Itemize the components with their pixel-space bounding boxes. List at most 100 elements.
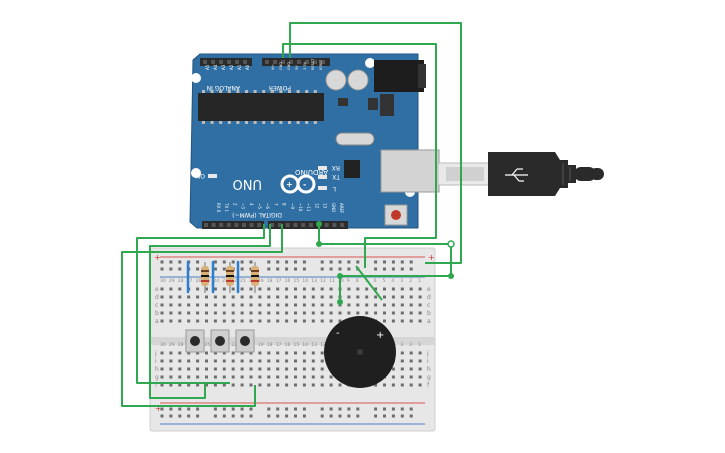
breadboard-hole[interactable] [294,383,297,387]
breadboard-hole[interactable] [267,303,271,307]
rail-hole[interactable] [400,414,404,418]
breadboard-hole[interactable] [222,303,226,307]
breadboard-hole[interactable] [276,383,280,387]
power-header[interactable] [262,58,330,66]
rail-hole[interactable] [329,267,333,271]
rail-hole[interactable] [249,414,253,418]
rail-hole[interactable] [187,414,191,418]
breadboard-hole[interactable] [169,383,173,387]
rail-hole[interactable] [178,267,182,271]
breadboard-hole[interactable] [302,287,306,291]
resistors[interactable] [201,262,259,293]
rail-hole[interactable] [400,407,404,411]
breadboard-hole[interactable] [285,303,289,307]
breadboard-hole[interactable] [383,287,386,291]
rail-hole[interactable] [267,407,271,411]
rail-hole[interactable] [400,267,404,271]
rail-hole[interactable] [285,267,289,271]
breadboard-hole[interactable] [320,295,324,299]
rail-hole[interactable] [222,267,226,271]
usb-cable[interactable] [437,152,604,196]
rail-hole[interactable] [320,267,324,271]
rail-hole[interactable] [213,407,217,411]
breadboard-hole[interactable] [285,311,289,315]
breadboard-hole[interactable] [391,303,395,307]
breadboard-hole[interactable] [294,319,297,323]
rail-hole[interactable] [302,414,306,418]
rail-hole[interactable] [400,260,404,264]
breadboard-hole[interactable] [285,287,289,291]
breadboard-hole[interactable] [196,367,200,371]
breadboard-hole[interactable] [400,295,404,299]
breadboard-hole[interactable] [418,287,422,291]
breadboard-hole[interactable] [400,303,404,307]
usb-port[interactable] [380,149,440,193]
breadboard-hole[interactable] [160,287,164,291]
rail-hole[interactable] [160,260,164,264]
breadboard-hole[interactable] [267,295,271,299]
breadboard-hole[interactable] [249,367,253,371]
breadboard-hole[interactable] [169,375,173,379]
breadboard-hole[interactable] [196,375,200,379]
breadboard-hole[interactable] [160,375,164,379]
breadboard-hole[interactable] [196,359,200,363]
rail-hole[interactable] [409,260,413,264]
breadboard-hole[interactable] [178,319,182,323]
breadboard-hole[interactable] [267,383,271,387]
rail-hole[interactable] [196,267,200,271]
rail-hole[interactable] [285,407,289,411]
breadboard-hole[interactable] [302,295,306,299]
breadboard-hole[interactable] [391,319,395,323]
analog-pin[interactable] [235,60,239,64]
rail-hole[interactable] [374,414,378,418]
breadboard-hole[interactable] [320,367,324,371]
breadboard-hole[interactable] [178,351,182,355]
rail-hole[interactable] [178,407,182,411]
breadboard-hole[interactable] [400,319,404,323]
breadboard-hole[interactable] [418,367,422,371]
breadboard-hole[interactable] [249,295,253,299]
rail-hole[interactable] [231,414,235,418]
breadboard-hole[interactable] [231,383,235,387]
breadboard-hole[interactable] [400,359,404,363]
rail-hole[interactable] [409,267,413,271]
breadboard-hole[interactable] [329,311,333,315]
breadboard-hole[interactable] [267,311,271,315]
reset-button-cap[interactable] [391,210,401,220]
breadboard-hole[interactable] [294,367,297,371]
breadboard-hole[interactable] [160,367,164,371]
breadboard-hole[interactable] [178,367,182,371]
breadboard-hole[interactable] [320,303,324,307]
rail-hole[interactable] [231,407,235,411]
breadboard-hole[interactable] [338,311,342,315]
rail-hole[interactable] [222,414,226,418]
rail-hole[interactable] [338,260,342,264]
rail-hole[interactable] [294,414,297,418]
rail-hole[interactable] [302,267,306,271]
breadboard-hole[interactable] [391,375,395,379]
breadboard-hole[interactable] [222,359,226,363]
breadboard-hole[interactable] [409,319,413,323]
breadboard-hole[interactable] [169,359,173,363]
breadboard-hole[interactable] [213,367,217,371]
rail-hole[interactable] [249,407,253,411]
rail-hole[interactable] [160,414,164,418]
breadboard-hole[interactable] [374,383,378,387]
breadboard-hole[interactable] [240,383,244,387]
analog-pin[interactable] [243,60,247,64]
breadboard-hole[interactable] [169,311,173,315]
breadboard-hole[interactable] [187,383,191,387]
digital-pin[interactable] [301,223,306,227]
breadboard-hole[interactable] [409,367,413,371]
breadboard-hole[interactable] [205,303,208,307]
rail-hole[interactable] [196,260,200,264]
breadboard-hole[interactable] [258,375,262,379]
breadboard-hole[interactable] [196,303,200,307]
breadboard-hole[interactable] [240,367,244,371]
breadboard-hole[interactable] [213,319,217,323]
breadboard-hole[interactable] [294,359,297,363]
breadboard-hole[interactable] [267,319,271,323]
rail-hole[interactable] [409,407,413,411]
breadboard-hole[interactable] [187,319,191,323]
breadboard-hole[interactable] [391,287,395,291]
